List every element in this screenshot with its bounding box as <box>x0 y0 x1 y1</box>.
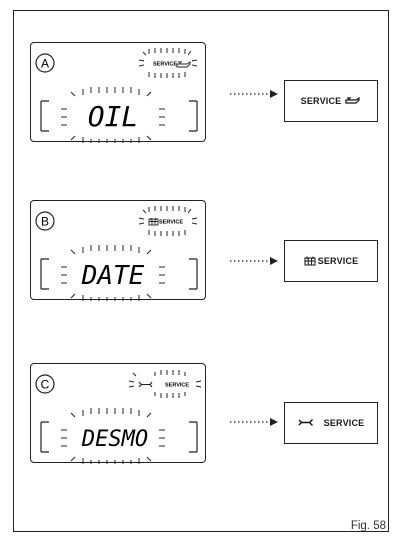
panel-label-circle <box>35 374 55 394</box>
lcd-glow-rays <box>61 245 165 301</box>
arrow-a <box>230 90 278 98</box>
calendar-icon <box>148 218 159 226</box>
lcd-glow-rays <box>61 408 165 464</box>
display-b: SERVICE <box>284 240 378 282</box>
lcd-panel-c: C SERVICE DESMO <box>30 363 206 464</box>
indicator-label: SERVICE <box>153 62 177 68</box>
indicator-label: SERVICE <box>159 220 183 226</box>
panel-label: A <box>41 57 49 71</box>
arrow-c <box>230 418 278 426</box>
panel-label-circle <box>35 211 55 231</box>
indicator-glow-rays <box>138 48 198 78</box>
panel-label: C <box>41 378 50 392</box>
display-label: SERVICE <box>323 418 365 428</box>
calendar-icon <box>304 256 316 266</box>
lcd-panel-b: B SERVICE DATE <box>30 200 206 301</box>
arrow-b <box>230 257 278 265</box>
panel-label-circle <box>35 53 55 73</box>
oil-can-icon <box>345 96 360 104</box>
display-a: SERVICE <box>284 80 378 122</box>
lcd-message: DATE <box>81 261 145 291</box>
lcd-panel-a: A SERVICE OIL <box>30 42 206 143</box>
panel-label: B <box>41 215 49 229</box>
indicator-glow-rays <box>128 370 202 398</box>
display-label: SERVICE <box>317 256 359 266</box>
wrench-icon <box>138 381 153 388</box>
display-c: SERVICE <box>284 402 378 444</box>
wrench-icon <box>298 419 313 426</box>
figure-caption: Fig. 58 <box>350 520 386 532</box>
indicator-label: SERVICE <box>165 383 189 389</box>
lcd-message: DESMO <box>81 427 148 452</box>
lcd-glow-rays <box>61 87 165 143</box>
oil-can-icon <box>176 61 191 68</box>
display-label: SERVICE <box>300 96 342 106</box>
lcd-message: OIL <box>88 100 139 133</box>
figure-frame <box>13 10 389 532</box>
indicator-glow-rays <box>138 206 198 236</box>
